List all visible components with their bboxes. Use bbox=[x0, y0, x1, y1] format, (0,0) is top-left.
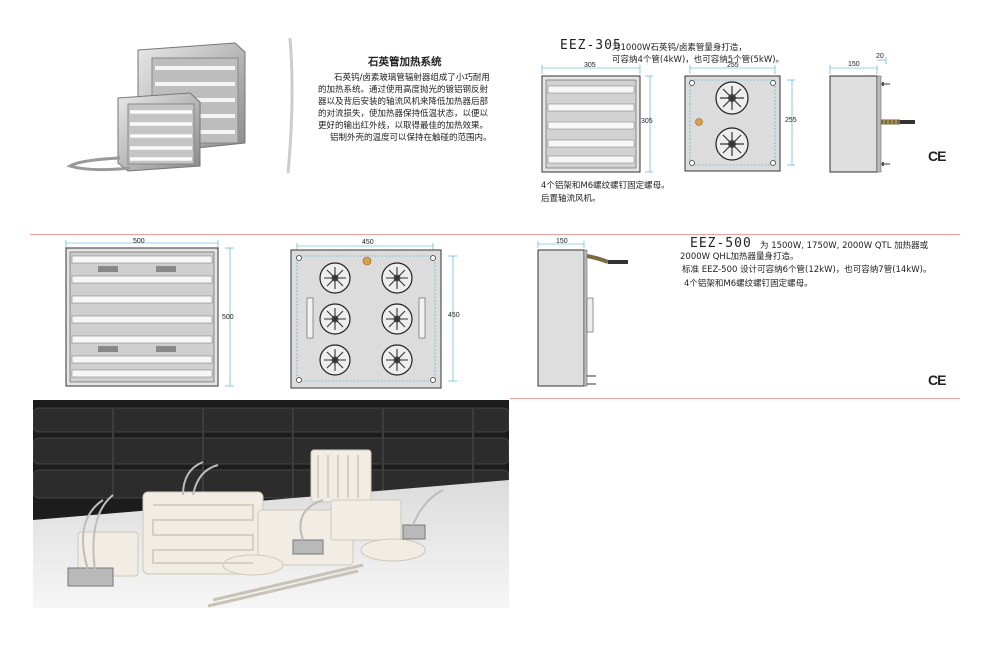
intro-line: 更好的输出红外线，以取得最佳的加热效果。 bbox=[318, 121, 489, 131]
eez500-back-drawing bbox=[285, 238, 465, 393]
eez305-model-title: EEZ-305 bbox=[560, 38, 622, 53]
eez305-dim-front-h: 305 bbox=[641, 118, 653, 125]
eez500-dim-back-w: 450 bbox=[362, 239, 374, 246]
intro-line: 的对流损失，使加热器保持低温状态，以便以 bbox=[318, 109, 489, 119]
eez305-dim-back-h: 255 bbox=[785, 117, 797, 124]
eez305-side-drawing bbox=[820, 52, 920, 182]
intro-line: 石英钨/卤素玻璃管辐射器组成了小巧耐用 bbox=[334, 73, 490, 83]
eez305-ce-mark: CE bbox=[928, 148, 946, 164]
eez500-dim-back-h: 450 bbox=[448, 312, 460, 319]
intro-line: 器以及背后安装的轴流风机来降低加热器后部 bbox=[318, 97, 489, 107]
fan-icon bbox=[715, 81, 749, 115]
product-photo-quartz-heater bbox=[60, 37, 300, 174]
eez500-model-title: EEZ-500 bbox=[690, 236, 752, 251]
eez500-side-drawing bbox=[528, 238, 638, 393]
divider-line-2 bbox=[510, 398, 960, 399]
eez500-dim-front-w: 500 bbox=[133, 238, 145, 245]
eez500-desc-4: 4个铝架和M6螺纹螺钉固定螺母。 bbox=[684, 279, 813, 289]
eez500-dim-front-h: 500 bbox=[222, 314, 234, 321]
eez305-dim-side-w: 150 bbox=[848, 61, 860, 68]
eez500-front-drawing bbox=[58, 238, 243, 388]
eez500-desc-2: 2000W QHL加热器量身打造。 bbox=[680, 252, 799, 262]
eez305-back-drawing bbox=[680, 60, 805, 180]
intro-title: 石英管加热系统 bbox=[368, 56, 442, 68]
eez500-ce-mark: CE bbox=[928, 372, 946, 388]
divider-line-1 bbox=[30, 234, 960, 235]
intro-paragraph: 石英钨/卤素玻璃管辐射器组成了小巧耐用 的加热系统。通过使用高度抛光的镀铝钢反射… bbox=[318, 72, 492, 144]
eez305-dim-front-w: 305 bbox=[584, 62, 596, 69]
eez305-front-drawing bbox=[535, 60, 660, 180]
intro-line: 的加热系统。通过使用高度抛光的镀铝钢反射 bbox=[318, 85, 489, 95]
eez305-note-2: 后置轴流风机。 bbox=[541, 194, 601, 204]
eez305-desc-2: 可容纳4个管(4kW)，也可容纳5个管(5kW)。 bbox=[612, 55, 785, 65]
intro-line: 铝制外壳的温度可以保持在触碰的范围内。 bbox=[330, 133, 492, 143]
eez305-dim-back-w: 255 bbox=[727, 62, 739, 69]
eez305-desc-1: 为1000W石英钨/卤素管量身打造， bbox=[612, 43, 747, 53]
eez500-desc-1: 为 1500W, 1750W, 2000W QTL 加热器或 bbox=[760, 241, 929, 251]
eez305-note-1: 4个铝架和M6螺纹螺钉固定螺母。 bbox=[541, 181, 670, 191]
eez500-desc-3: 标准 EEZ-500 设计可容纳6个管(12kW)，也可容纳7管(14kW)。 bbox=[682, 265, 932, 275]
eez305-dim-side-top: 20 bbox=[876, 53, 884, 60]
ceramic-heaters-photo bbox=[33, 400, 509, 608]
eez500-dim-side-w: 150 bbox=[556, 238, 568, 245]
